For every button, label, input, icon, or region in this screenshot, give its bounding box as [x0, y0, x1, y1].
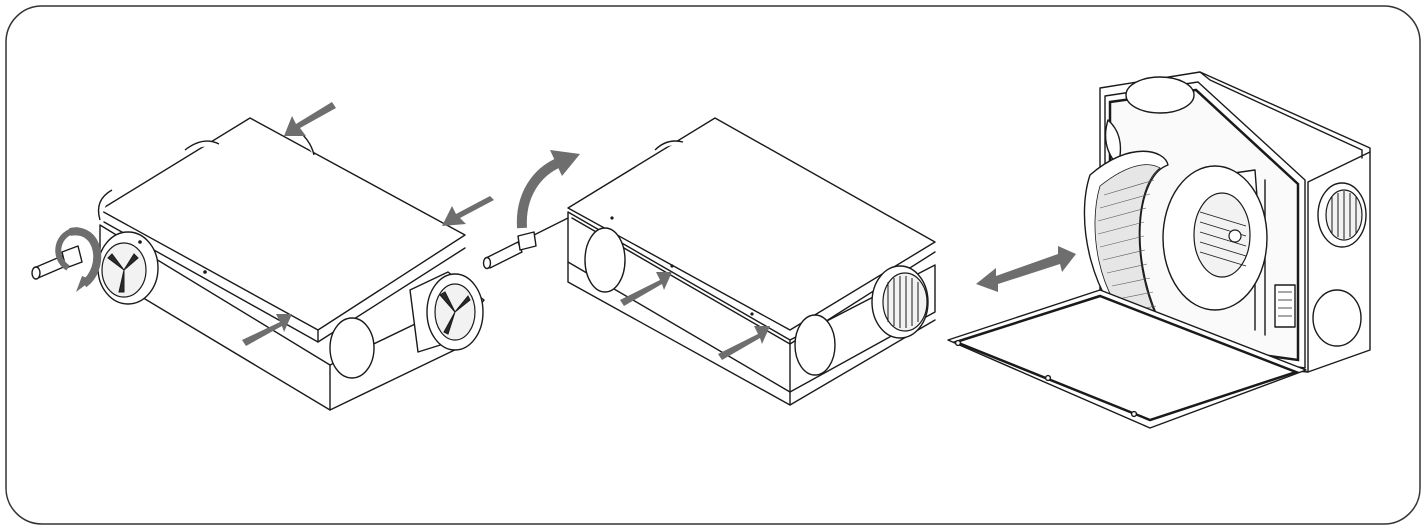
press-arrow-icon	[620, 272, 770, 360]
panel-2-unit	[567, 117, 936, 406]
lift-arrow-icon	[516, 150, 580, 229]
press-arrow-icon	[242, 102, 494, 346]
screwdriver-icon	[482, 217, 569, 270]
double-arrow-icon	[976, 246, 1076, 292]
cover-panel	[947, 289, 1307, 429]
fan-icon	[1162, 165, 1268, 311]
rotate-arrow-icon	[55, 227, 102, 292]
